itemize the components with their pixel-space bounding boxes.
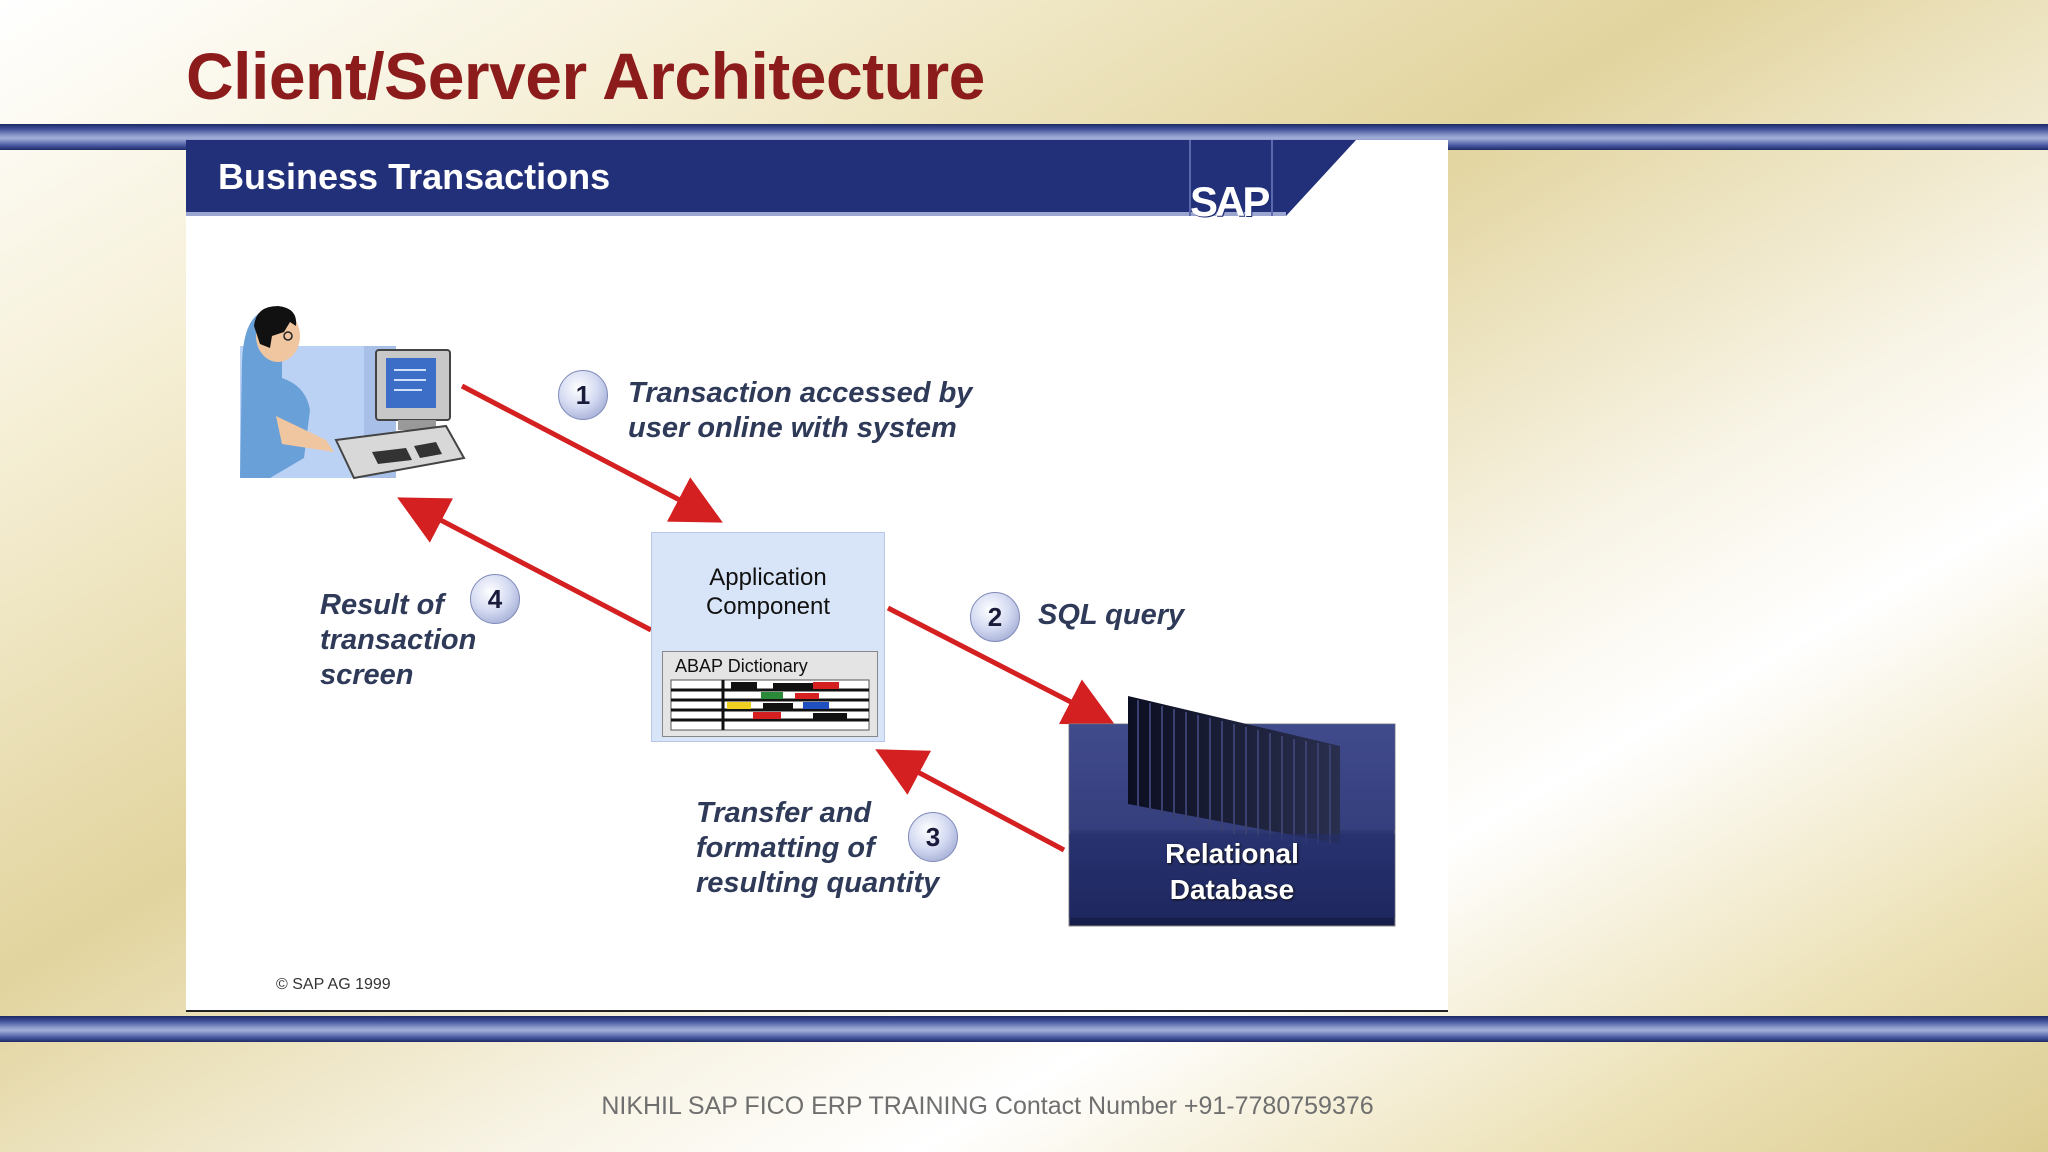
bottom-band [0,1016,2048,1042]
arrow-step-4 [397,497,653,633]
copyright-notice: © SAP AG 1999 [276,976,391,993]
abap-dictionary-box: ABAP Dictionary [662,651,878,737]
application-component-label: Application Component [705,564,831,620]
abap-dictionary-table-icon [670,679,870,731]
step-3-badge: 3 [908,812,958,862]
panel-title: Business Transactions [218,156,611,197]
slide-title: Client/Server Architecture [186,39,985,113]
step-2-badge: 2 [970,592,1020,642]
arrow-step-2 [886,605,1115,725]
step-3-label: Transfer and formatting of resulting qua… [696,797,940,899]
step-4-badge: 4 [470,574,520,624]
application-component-box: Application Component ABAP Dictionary [651,532,885,742]
diagram-panel: Business Transactions SAP [186,140,1448,1012]
database-server-icon [1068,696,1396,927]
step-2-label: SQL query [1038,599,1185,631]
header-bar-shape [186,140,1356,216]
arrow-step-1 [460,383,723,523]
sap-logo: SAP [1190,178,1270,225]
panel-header: Business Transactions SAP [186,140,1448,225]
step-1-label: Transaction accessed by user online with… [628,377,973,444]
diagram-graphics [240,306,1396,927]
user-at-computer-icon [240,306,466,480]
step-4-label: Result of transaction screen [320,589,477,691]
step-1-badge: 1 [558,370,608,420]
relational-database-label: Relational Database [1165,838,1299,905]
footer-contact: NIKHIL SAP FICO ERP TRAINING Contact Num… [601,1092,1374,1120]
abap-dictionary-label: ABAP Dictionary [675,656,808,676]
arrow-step-3 [875,749,1066,853]
